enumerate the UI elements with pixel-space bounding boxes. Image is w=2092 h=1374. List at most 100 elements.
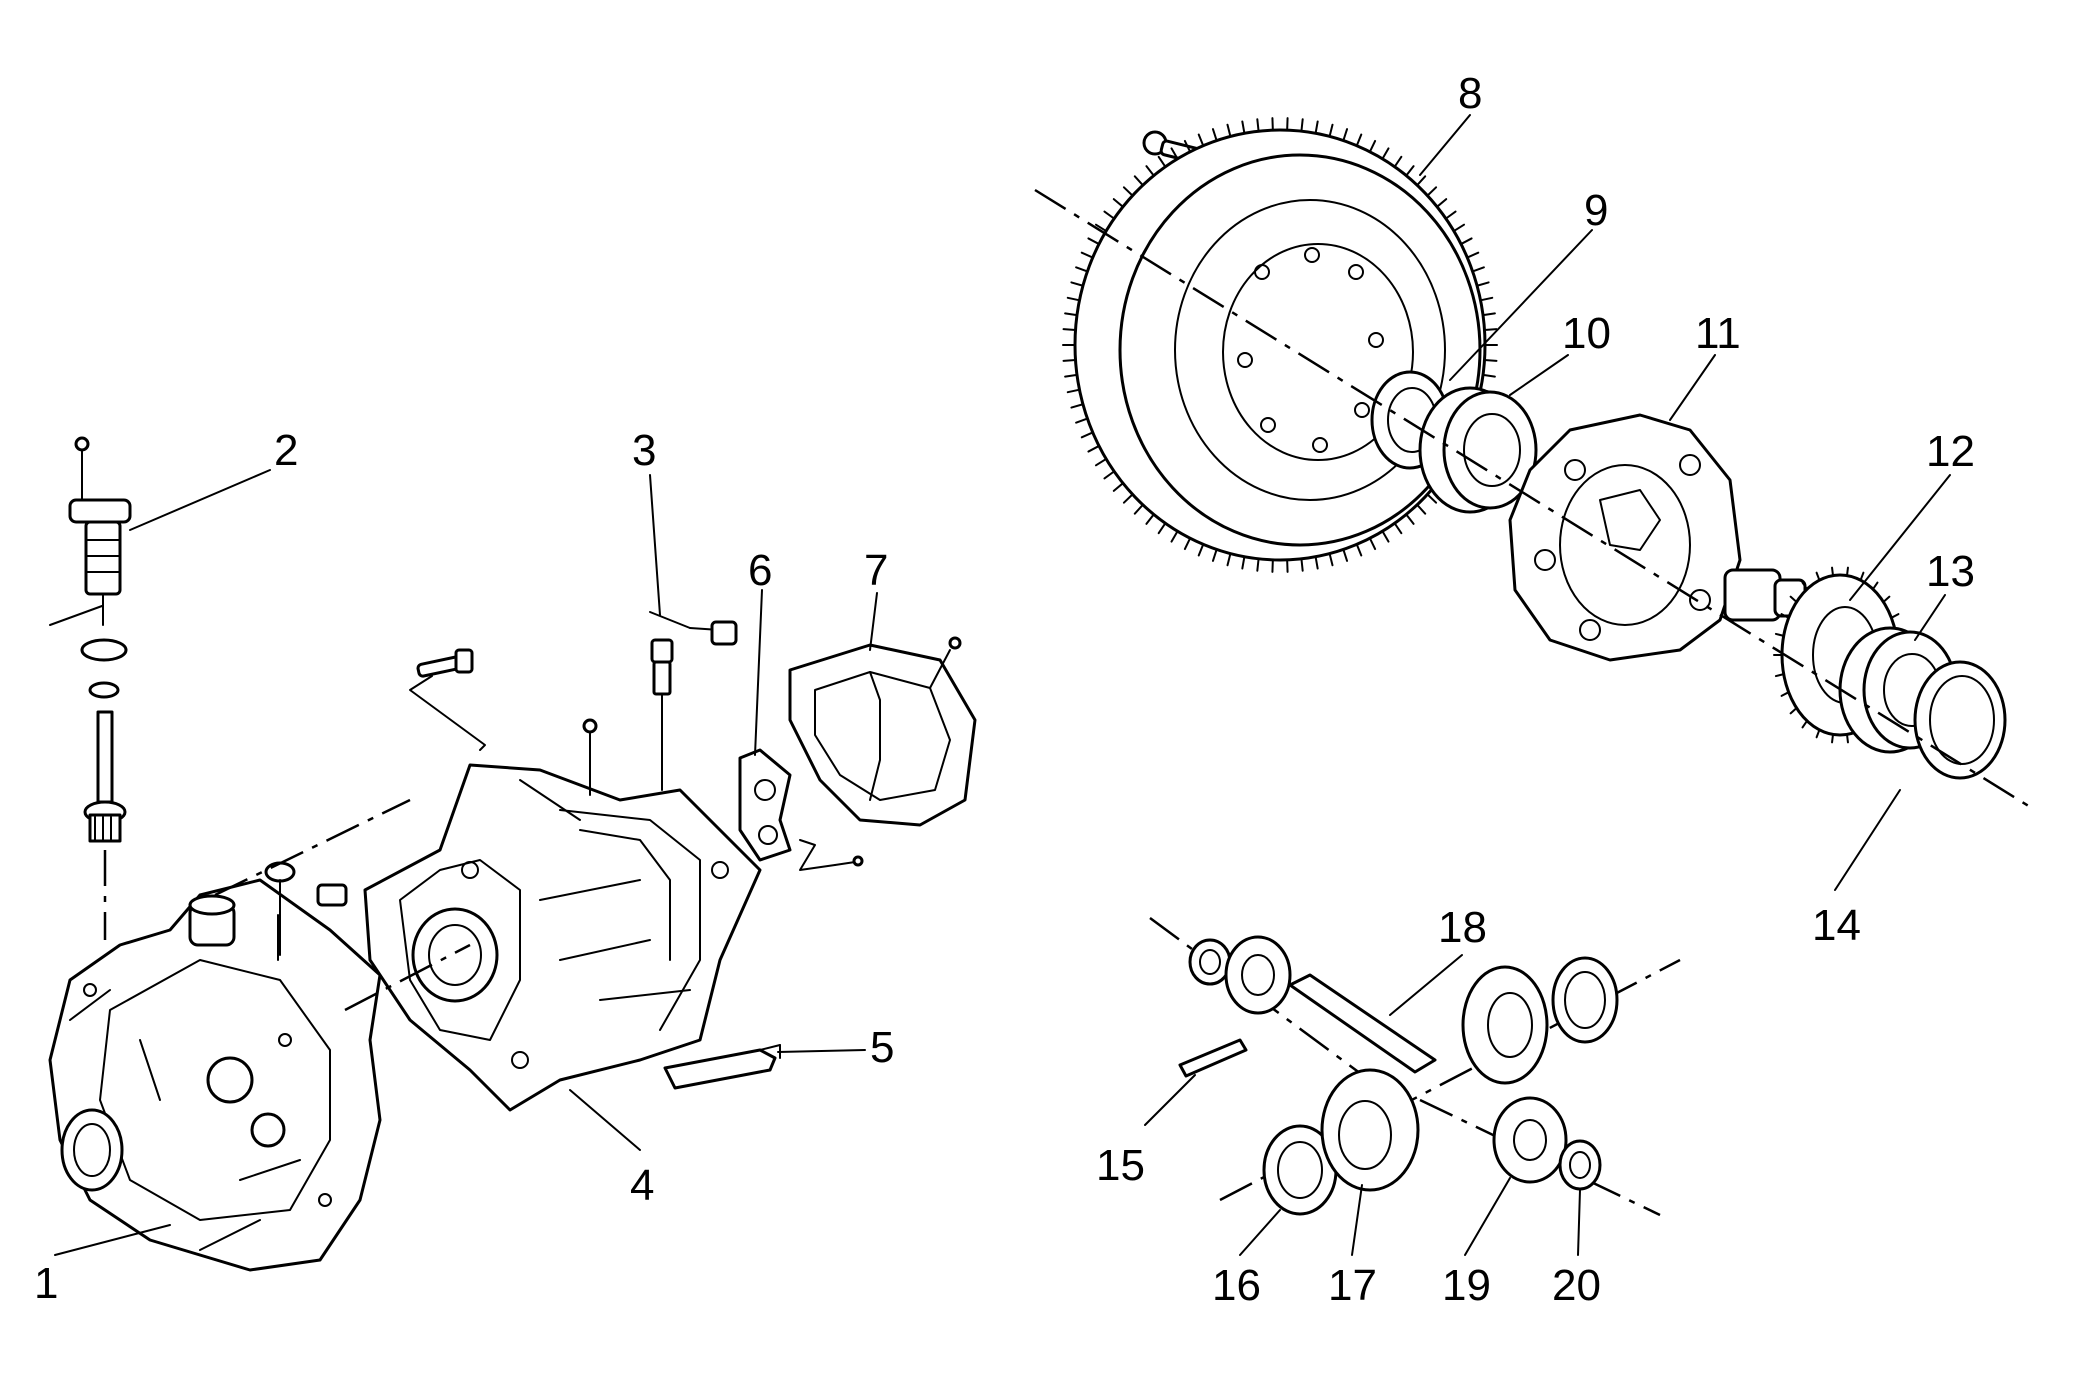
- shift-seal: [663, 1044, 781, 1090]
- gear-tooth: [1466, 251, 1480, 259]
- gear-tooth: [1871, 581, 1879, 591]
- transaxle-case: [316, 763, 762, 1112]
- speed-sensor-assembly: [49, 436, 132, 940]
- gear-tooth: [1070, 403, 1084, 409]
- gear-tooth: [1774, 673, 1785, 678]
- gear-tooth: [1112, 198, 1124, 208]
- callout-15: 15: [1096, 1141, 1145, 1190]
- gear-tooth: [1780, 613, 1790, 619]
- callout-9: 9: [1584, 186, 1608, 235]
- gear-tooth: [1314, 555, 1319, 570]
- gear-tooth: [1426, 186, 1438, 197]
- gear-tooth: [1300, 557, 1304, 572]
- gear-tooth: [1211, 548, 1218, 562]
- gear-tooth: [1145, 165, 1155, 177]
- gear-tooth: [1066, 296, 1081, 302]
- breather-cap: [214, 798, 411, 956]
- callout-labels: 1 2 3 4 5 6 7 8 9 10 11 12 13 14 15 16 1…: [34, 69, 1975, 1310]
- gear-tooth: [1256, 557, 1260, 572]
- gear-tooth: [1405, 165, 1415, 177]
- callout-13: 13: [1926, 547, 1975, 596]
- callout-4: 4: [630, 1161, 654, 1210]
- gear-tooth: [1170, 530, 1179, 543]
- gear-tooth: [1122, 493, 1134, 504]
- ring-gear: [1062, 117, 1498, 573]
- callout-2: 2: [274, 426, 298, 475]
- gear-tooth: [1476, 281, 1490, 287]
- gear-tooth: [1789, 707, 1798, 715]
- gear-tooth: [1103, 210, 1116, 220]
- gear-tooth: [1890, 613, 1900, 619]
- leader-lines: [54, 114, 1951, 1256]
- gear-tooth: [1103, 470, 1116, 480]
- gear-tooth: [1780, 691, 1790, 697]
- callout-16: 16: [1212, 1261, 1261, 1310]
- gear-tooth: [1080, 431, 1094, 439]
- gear-tooth: [1801, 719, 1809, 729]
- gear-tooth: [1112, 482, 1124, 492]
- gear-tooth: [1444, 210, 1457, 220]
- lock-pin: [1178, 1038, 1248, 1078]
- callout-3: 3: [632, 426, 656, 475]
- gear-tooth: [1393, 155, 1403, 168]
- gear-tooth: [1157, 155, 1167, 168]
- gear-tooth: [1482, 312, 1496, 317]
- gear-tooth: [1882, 595, 1891, 603]
- gear-tooth: [1145, 513, 1155, 525]
- gear-tooth: [1815, 728, 1821, 739]
- gear-tooth: [1211, 128, 1218, 142]
- gear-tooth: [1062, 328, 1077, 332]
- gear-tooth: [1483, 358, 1498, 362]
- end-cover: [788, 636, 977, 827]
- callout-11: 11: [1695, 309, 1741, 358]
- gear-tooth: [1482, 373, 1496, 378]
- gear-tooth: [1087, 444, 1100, 453]
- gear-tooth: [1483, 328, 1498, 332]
- gear-tooth: [1381, 530, 1390, 543]
- gear-tooth: [1080, 251, 1094, 259]
- gear-tooth: [1801, 581, 1809, 591]
- pinion-shaft: [1288, 973, 1437, 1074]
- callout-10: 10: [1562, 309, 1611, 358]
- callout-12: 12: [1926, 427, 1975, 476]
- gear-tooth: [1070, 281, 1084, 287]
- side-gear: [1320, 1068, 1420, 1192]
- pinion-gear: [1492, 1096, 1568, 1184]
- differential-case: [1508, 413, 1807, 662]
- gear-tooth: [1416, 503, 1427, 515]
- gear-tooth: [1183, 537, 1192, 551]
- gear-tooth: [1064, 373, 1078, 378]
- gear-tooth: [1133, 175, 1144, 187]
- gear-tooth: [1197, 543, 1205, 557]
- pinion-gear-upper: [1224, 935, 1292, 1015]
- callout-5: 5: [870, 1023, 894, 1072]
- pinion-thrust-washer: [1558, 1139, 1602, 1191]
- gear-tooth: [1133, 503, 1144, 515]
- gear-tooth: [1300, 118, 1304, 133]
- gear-tooth: [1075, 417, 1089, 424]
- gear-tooth: [1859, 571, 1865, 582]
- gear-tooth: [1062, 358, 1077, 362]
- gear-tooth: [1197, 133, 1205, 147]
- gear-tooth: [1087, 237, 1100, 246]
- gear-tooth: [1157, 522, 1167, 535]
- gear-tooth: [1774, 632, 1785, 637]
- gear-tooth: [1845, 733, 1849, 744]
- ring-gear-teeth: [1062, 117, 1498, 573]
- gear-tooth: [1094, 457, 1108, 467]
- gear-tooth: [1416, 175, 1427, 187]
- bearing-shim: [1913, 660, 2007, 780]
- gear-tooth: [1831, 733, 1835, 744]
- callout-18: 18: [1438, 903, 1487, 952]
- gear-tooth: [1355, 543, 1363, 557]
- side-gear-upper: [1461, 965, 1549, 1085]
- gear-tooth: [1066, 388, 1081, 394]
- gear-tooth: [1226, 123, 1232, 138]
- callout-20: 20: [1552, 1261, 1601, 1310]
- gear-tooth: [1183, 139, 1192, 153]
- gear-tooth: [1789, 595, 1798, 603]
- gear-tooth: [1368, 537, 1377, 551]
- gear-tooth: [1479, 296, 1494, 302]
- gear-tooth: [1815, 571, 1821, 582]
